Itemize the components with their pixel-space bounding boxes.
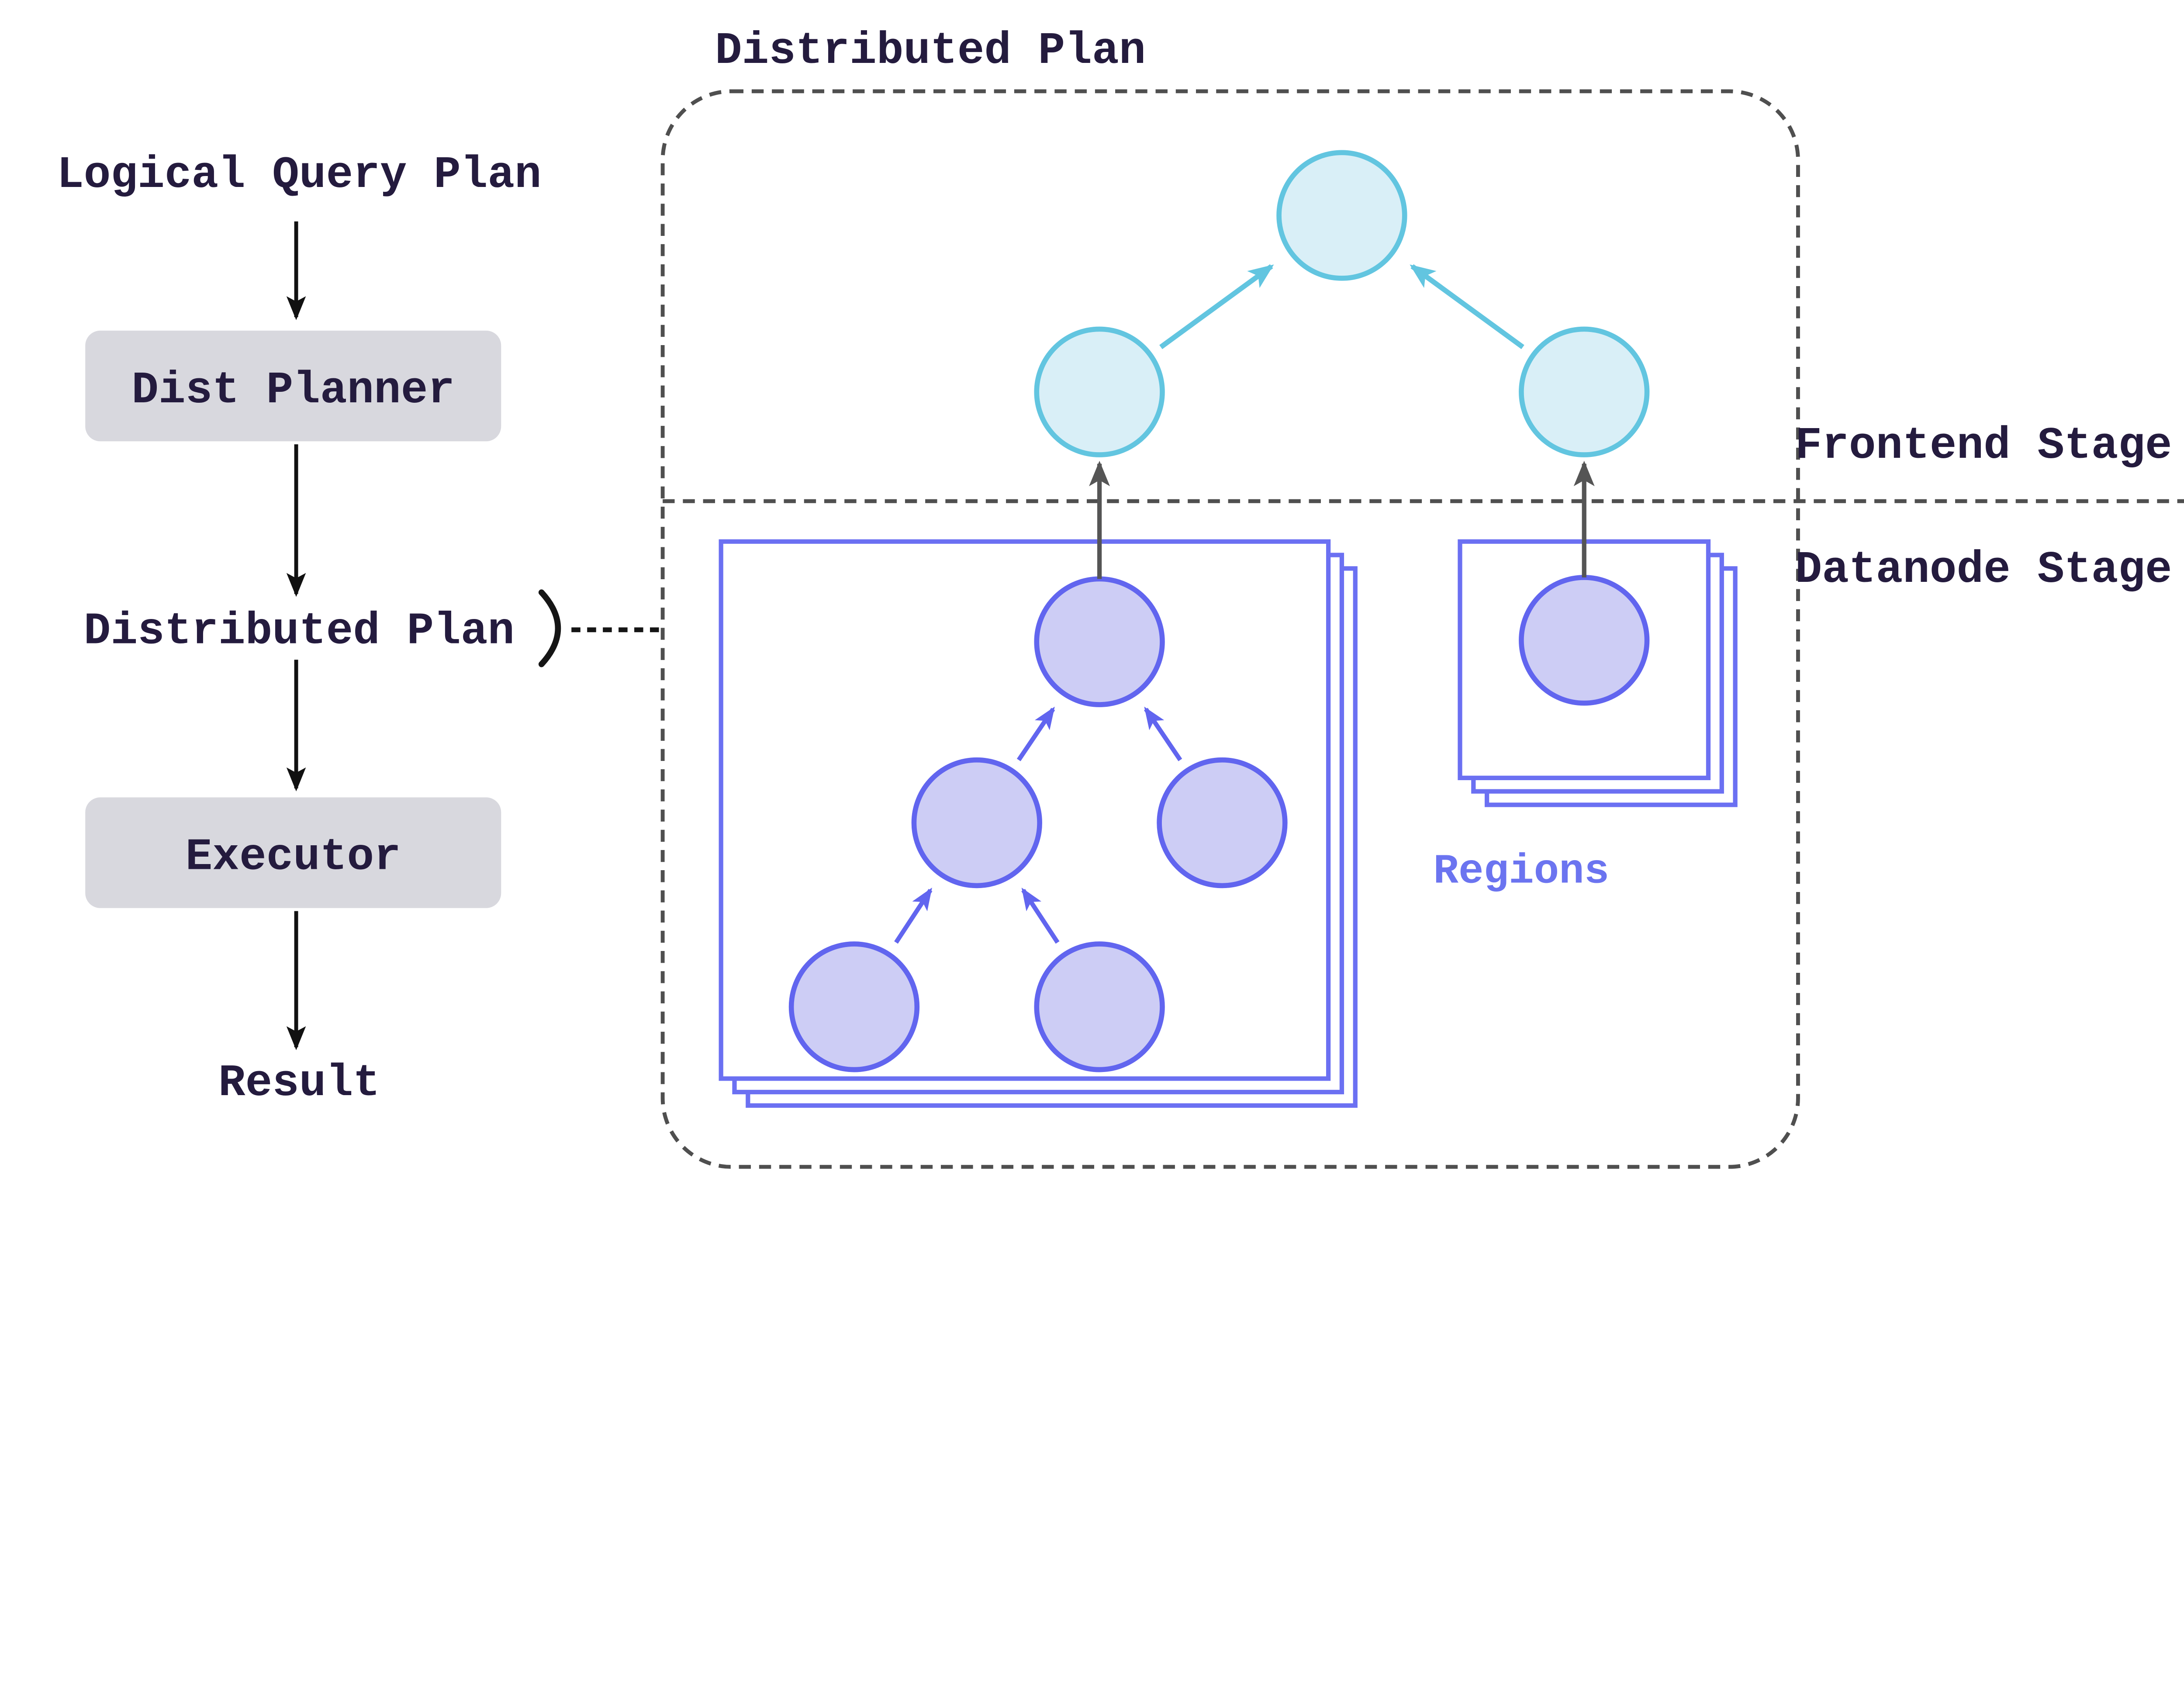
distributed-plan-label: Distributed Plan (84, 606, 515, 657)
frontend-root-node (1276, 150, 1407, 281)
logical-query-plan-label: Logical Query Plan (57, 149, 542, 201)
edge-midright-to-root (1144, 706, 1182, 761)
frontend-left-node (1034, 326, 1165, 457)
dist-planner-box (85, 330, 501, 442)
datanode-root-node (1034, 576, 1165, 707)
datanode-leaf-left-node (788, 941, 920, 1072)
distributed-plan-panel: Distributed Plan Frontend Stage Datanode… (660, 25, 2184, 1169)
datanode-leaf-mid-node (1034, 941, 1165, 1072)
datanode-mid-right-node (1157, 757, 1288, 889)
datanode-left-region-stack (719, 539, 1358, 1108)
edge-frontend-right-to-root (1410, 264, 1524, 349)
result-label: Result (218, 1058, 380, 1109)
frontend-stage-label: Frontend Stage (1795, 420, 2172, 471)
closing-bracket-glyph (538, 589, 561, 667)
frontend-right-node (1519, 326, 1650, 457)
edge-leafleft-to-midleft (894, 887, 933, 944)
left-flow: Logical Query Plan Dist Planner Distribu… (57, 149, 661, 1109)
dist-planner-label: Dist Planner (131, 365, 455, 416)
panel-title: Distributed Plan (715, 25, 1146, 76)
frontend-stage-tree (1034, 150, 1650, 457)
datanode-single-node (1519, 575, 1650, 706)
datanode-stage-label: Datanode Stage (1795, 544, 2172, 595)
edge-frontend-left-to-root (1159, 264, 1274, 349)
executor-label: Executor (186, 832, 401, 883)
distributed-query-plan-diagram: Logical Query Plan Dist Planner Distribu… (57, 25, 2184, 1169)
panel-dashed-border (660, 89, 1800, 1169)
executor-box (85, 797, 501, 908)
edge-leafmid-to-midleft (1021, 887, 1060, 944)
edge-midleft-to-root (1016, 706, 1055, 761)
datanode-right-region-stack (1458, 539, 1738, 807)
regions-label: Regions (1434, 848, 1610, 895)
datanode-mid-left-node (911, 757, 1042, 889)
